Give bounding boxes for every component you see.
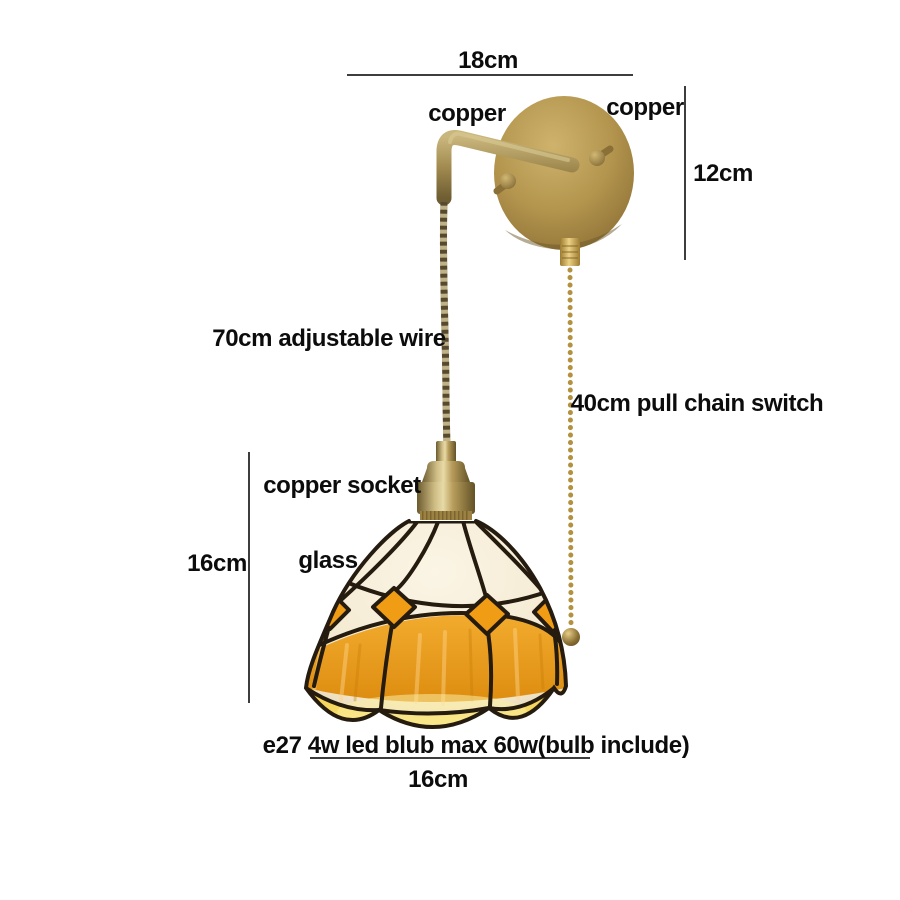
feature-label-pull-chain: 40cm pull chain switch bbox=[570, 389, 824, 417]
dimension-label-top-width: 18cm bbox=[458, 46, 518, 74]
material-label-glass: glass bbox=[298, 546, 358, 574]
chain-connector bbox=[560, 238, 580, 266]
material-label-copper-arm: copper bbox=[428, 99, 506, 127]
mounting-screw-right bbox=[589, 145, 614, 166]
copper-socket bbox=[417, 441, 475, 520]
pull-chain[interactable] bbox=[567, 267, 574, 627]
shade-orange-band bbox=[306, 615, 566, 702]
feature-label-adjustable-wire: 70cm adjustable wire bbox=[212, 324, 446, 352]
chain-ball[interactable] bbox=[562, 628, 580, 646]
wall-plate bbox=[494, 96, 634, 250]
dimension-label-plate-height: 12cm bbox=[693, 159, 753, 187]
dimension-lines bbox=[248, 74, 686, 759]
spec-label-bulb-info: e27 4w led blub max 60w(bulb include) bbox=[262, 731, 690, 759]
material-label-copper-socket: copper socket bbox=[263, 471, 421, 499]
mounting-screw-left bbox=[493, 173, 516, 195]
dimension-label-shade-height: 16cm bbox=[187, 549, 247, 577]
material-label-copper-plate: copper bbox=[606, 93, 684, 121]
power-wire bbox=[439, 201, 451, 453]
dimension-label-shade-width: 16cm bbox=[408, 765, 468, 793]
lamp-arm bbox=[436, 130, 580, 206]
